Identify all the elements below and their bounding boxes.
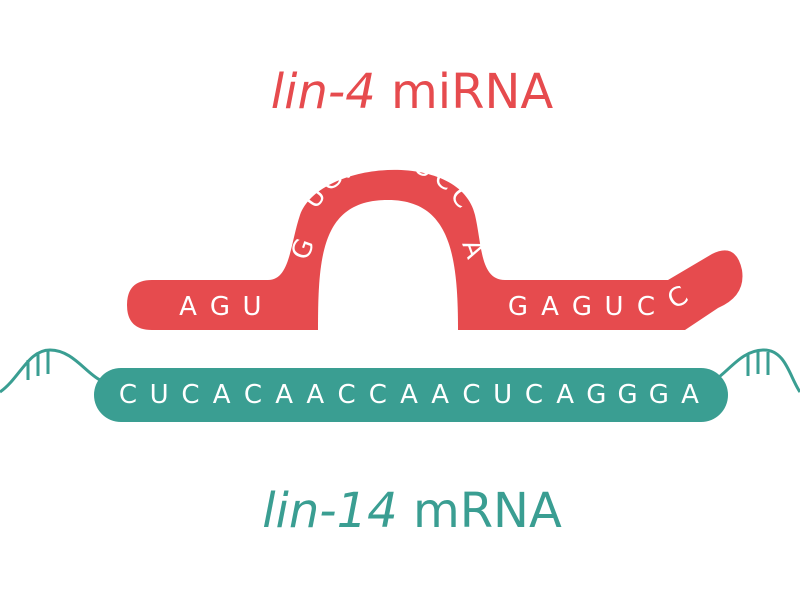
mirna-nucleotide: C	[389, 145, 411, 177]
mirna-suffix: miRNA	[376, 64, 554, 120]
mrna-nucleotide: C	[525, 380, 543, 410]
mrna-suffix: mRNA	[398, 483, 562, 539]
mrna-nucleotide: A	[213, 380, 231, 410]
mrna-nucleotide: A	[400, 380, 418, 410]
mrna-nucleotide: A	[556, 380, 574, 410]
mirna-name: lin-4	[271, 64, 376, 120]
mrna-nucleotide: C	[181, 380, 199, 410]
mirna-nucleotide: C	[637, 292, 655, 322]
mirna-nucleotide: G	[572, 292, 592, 322]
mrna-nucleotide: A	[431, 380, 449, 410]
mirna-nucleotide: A	[365, 145, 387, 177]
mrna-nucleotide: U	[150, 380, 169, 410]
mrna-nucleotide: C	[462, 380, 480, 410]
mirna-nucleotide: U	[604, 292, 623, 322]
mrna-name: lin-14	[262, 483, 398, 539]
mrna-nucleotide: G	[618, 380, 638, 410]
mirna-nucleotide: G	[210, 292, 230, 322]
mirna-arch-gap	[318, 200, 458, 330]
mirna-title: lin-4 miRNA	[271, 64, 554, 120]
mrna-left-hairpin	[0, 348, 101, 394]
mrna-nucleotide: A	[275, 380, 293, 410]
mrna-title: lin-14 mRNA	[262, 483, 562, 539]
mrna-nucleotide: C	[338, 380, 356, 410]
mrna-nucleotide: C	[119, 380, 137, 410]
mrna-nucleotide: A	[681, 380, 699, 410]
mirna-nucleotide: U	[242, 292, 261, 322]
mrna-nucleotide: C	[369, 380, 387, 410]
mrna-nucleotide: C	[244, 380, 262, 410]
mrna-nucleotide: U	[493, 380, 512, 410]
mrna-strand	[94, 368, 728, 422]
mrna-right-hairpin	[714, 348, 800, 393]
mirna-nucleotide: G	[508, 292, 528, 322]
mirna-nucleotide: A	[541, 292, 559, 322]
mrna-nucleotide: G	[586, 380, 606, 410]
mirna-nucleotide: A	[179, 292, 197, 322]
mrna-nucleotide: A	[306, 380, 324, 410]
mrna-nucleotide: G	[649, 380, 669, 410]
